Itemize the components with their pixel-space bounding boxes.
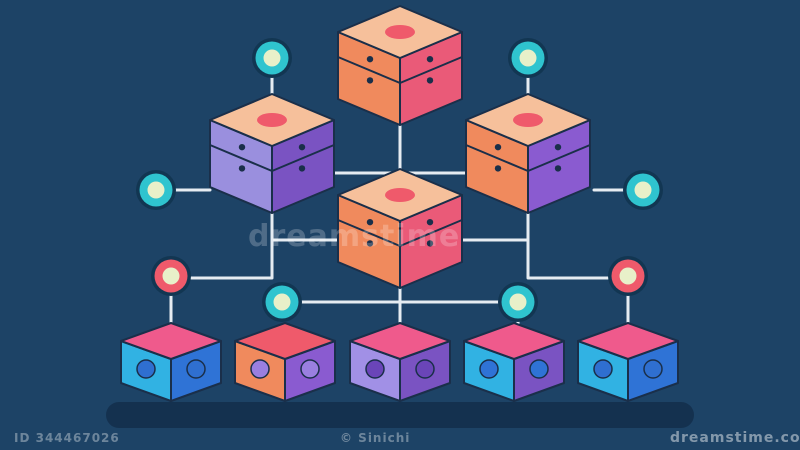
server-top-mark (385, 188, 415, 202)
watermark: dreamstime ID 344467026 © Sinichi dreams… (14, 219, 800, 446)
server-left (209, 93, 335, 214)
cube-right-dot (415, 359, 435, 379)
node-center (147, 181, 165, 199)
cube-top-face (349, 322, 451, 360)
drawer-handle (426, 55, 434, 63)
cube-top-face (577, 322, 679, 360)
cube-left-dot (365, 359, 385, 379)
node-center (634, 181, 652, 199)
node-center (509, 293, 527, 311)
drawer-divider (337, 219, 401, 247)
server-top (337, 5, 463, 126)
drawer-handle (238, 165, 246, 172)
connector-lines (169, 73, 630, 347)
watermark-brand: dreamstime.com (670, 430, 800, 446)
cube-left-dot (250, 359, 270, 379)
cube-top-face (463, 322, 565, 360)
drawer-divider (399, 219, 463, 247)
connector-line (526, 208, 612, 280)
server-top-mark (385, 25, 415, 39)
drawer-handle (494, 165, 502, 172)
node-left-dot (136, 170, 176, 210)
node-right-dot (623, 170, 663, 210)
cube-left-dot (479, 359, 499, 379)
watermark-text: dreamstime (248, 219, 460, 254)
node-center (162, 267, 180, 285)
node-top-left-dot (252, 38, 292, 78)
drawer-handle (366, 77, 374, 84)
server-right (465, 93, 591, 214)
node-red-right-dot (608, 256, 648, 296)
cube-1 (120, 322, 222, 402)
server-center (337, 168, 463, 289)
cube-2 (234, 322, 336, 402)
cube-right-dot (300, 359, 320, 379)
node-center (273, 293, 291, 311)
node-center (519, 49, 537, 67)
cube-top-face (234, 322, 336, 360)
drawer-divider (209, 144, 273, 172)
drawer-handle (426, 77, 434, 84)
cube-right-dot (643, 359, 663, 379)
node-top-right-dot (508, 38, 548, 78)
drawer-divider (337, 56, 401, 84)
cube-3 (349, 322, 451, 402)
cube-left-dot (593, 359, 613, 379)
drawer-divider (271, 144, 335, 172)
drawer-handle (298, 165, 306, 172)
connector-line (187, 208, 274, 280)
drawer-handle (426, 218, 434, 226)
server-top-mark (257, 113, 287, 127)
node-center (619, 267, 637, 285)
watermark-id: ID 344467026 (14, 431, 120, 445)
drawer-handle (554, 143, 562, 151)
node-red-left-dot (151, 256, 191, 296)
drawer-handle (554, 165, 562, 172)
drawer-handle (298, 143, 306, 151)
drawer-handle (366, 240, 374, 247)
drawer-handle (238, 143, 246, 151)
drawer-divider (399, 56, 463, 84)
drawer-handle (366, 218, 374, 226)
data-cubes (120, 322, 679, 402)
drawer-handle (494, 143, 502, 151)
drawer-divider (527, 144, 591, 172)
cube-5 (577, 322, 679, 402)
node-center (263, 49, 281, 67)
cube-left-dot (136, 359, 156, 379)
server-stacks (209, 5, 591, 289)
server-top-mark (513, 113, 543, 127)
node-mid-left-dot (262, 282, 302, 322)
ground-shadow (106, 402, 694, 428)
drawer-handle (426, 240, 434, 247)
connection-nodes (136, 38, 663, 322)
drawer-handle (366, 55, 374, 63)
cube-right-dot (186, 359, 206, 379)
node-mid-right-dot (498, 282, 538, 322)
cube-top-face (120, 322, 222, 360)
cube-right-dot (529, 359, 549, 379)
watermark-credit: © Sinichi (340, 431, 410, 445)
drawer-divider (465, 144, 529, 172)
cube-4 (463, 322, 565, 402)
